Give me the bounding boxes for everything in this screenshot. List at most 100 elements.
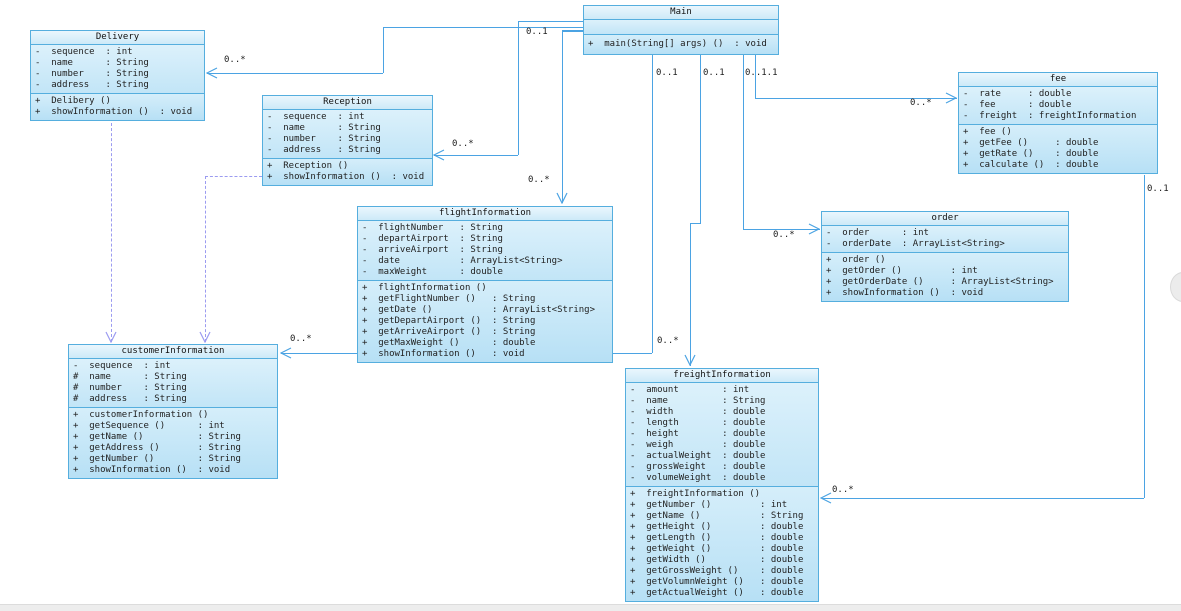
- attribute-row: - order : int: [826, 228, 929, 238]
- method-row: + getHeight () : double: [630, 522, 804, 532]
- method-row: + getName () : String: [630, 511, 804, 521]
- attribute-row: - flightNumber : String: [362, 223, 503, 233]
- dependency-delivery-customerinformation[interactable]: [111, 118, 112, 342]
- attribute-row: - actualWeight : double: [630, 451, 766, 461]
- multiplicity-label: 0..1: [656, 68, 678, 78]
- dependency-reception-customerinformation[interactable]: [205, 176, 262, 177]
- attribute-row: - sequence : int: [267, 112, 365, 122]
- method-row: + showInformation () : void: [73, 465, 231, 475]
- attribute-row: - name : String: [35, 58, 149, 68]
- edge-fee-freightinformation[interactable]: [822, 498, 1144, 499]
- edge-main-delivery[interactable]: [383, 27, 384, 73]
- class-order[interactable]: order - order : int- orderDate : ArrayLi…: [821, 211, 1069, 302]
- method-row: + fee (): [963, 127, 1012, 137]
- edge-main-delivery[interactable]: [383, 27, 583, 28]
- arrowhead-right-icon: [945, 92, 957, 104]
- method-row: + getOrderDate () : ArrayList<String>: [826, 277, 1054, 287]
- edge-main-reception[interactable]: [518, 21, 583, 22]
- class-reception[interactable]: Reception - sequence : int- name : Strin…: [262, 95, 433, 186]
- class-attributes: [584, 19, 778, 34]
- method-row: + getWeight () : double: [630, 544, 804, 554]
- multiplicity-label: 0..*: [224, 55, 246, 65]
- edge-main-order[interactable]: [743, 229, 820, 230]
- method-row: + showInformation () : void: [267, 172, 425, 182]
- class-attributes: - sequence : int- name : String- number …: [31, 44, 204, 93]
- arrowhead-down-icon: [556, 192, 568, 204]
- arrowhead-left-icon: [206, 67, 218, 79]
- dependency-reception-customerinformation[interactable]: [205, 176, 206, 342]
- method-row: + showInformation () : void: [35, 107, 193, 117]
- method-row: + getSequence () : int: [73, 421, 225, 431]
- method-row: + getMaxWeight () : double: [362, 338, 536, 348]
- canvas-bottom-edge: [0, 604, 1181, 611]
- edge-main-fee[interactable]: [755, 55, 756, 98]
- class-freightinformation[interactable]: freightInformation - amount : int- name …: [625, 368, 819, 602]
- class-flightinformation[interactable]: flightInformation - flightNumber : Strin…: [357, 206, 613, 363]
- class-main[interactable]: Main + main(String[] args) () : void: [583, 5, 779, 55]
- method-row: + showInformation () : void: [362, 349, 525, 359]
- attribute-row: - address : String: [35, 80, 149, 90]
- attribute-row: - grossWeight : double: [630, 462, 766, 472]
- attribute-row: # address : String: [73, 394, 187, 404]
- method-row: + Delibery (): [35, 96, 111, 106]
- method-row: + getDepartAirport () : String: [362, 316, 536, 326]
- multiplicity-label: 0..*: [657, 336, 679, 346]
- attribute-row: - address : String: [267, 145, 381, 155]
- edge-main-customerinformation[interactable]: [652, 55, 653, 353]
- class-attributes: - sequence : int- name : String- number …: [263, 109, 432, 158]
- multiplicity-label: 0..1: [1147, 184, 1169, 194]
- edge-main-delivery[interactable]: [207, 73, 383, 74]
- multiplicity-label: 0..*: [452, 139, 474, 149]
- method-row: + getNumber () : String: [73, 454, 241, 464]
- method-row: + getLength () : double: [630, 533, 804, 543]
- edge-main-freightinformation[interactable]: [690, 223, 701, 224]
- class-fee[interactable]: fee - rate : double- fee : double- freig…: [958, 72, 1158, 174]
- class-methods: + Reception ()+ showInformation () : voi…: [263, 158, 432, 185]
- class-attributes: - sequence : int# name : String# number …: [69, 358, 277, 407]
- multiplicity-label: 0..*: [832, 485, 854, 495]
- method-row: + order (): [826, 255, 886, 265]
- class-delivery[interactable]: Delivery - sequence : int- name : String…: [30, 30, 205, 121]
- attribute-row: - height : double: [630, 429, 766, 439]
- method-row: + getWidth () : double: [630, 555, 804, 565]
- method-row: + getNumber () : int: [630, 500, 788, 510]
- class-customerinformation[interactable]: customerInformation - sequence : int# na…: [68, 344, 278, 479]
- method-row: + getVolumnWeight () : double: [630, 577, 804, 587]
- method-row: + calculate () : double: [963, 160, 1099, 170]
- edge-main-reception[interactable]: [434, 155, 518, 156]
- class-methods: + flightInformation ()+ getFlightNumber …: [358, 280, 612, 362]
- multiplicity-label: 0..*: [773, 230, 795, 240]
- edge-main-order[interactable]: [743, 55, 744, 229]
- edge-main-freightinformation[interactable]: [690, 223, 691, 366]
- multiplicity-label: 0..1: [703, 68, 725, 78]
- edge-fee-freightinformation[interactable]: [1144, 175, 1145, 498]
- attribute-row: - width : double: [630, 407, 766, 417]
- multiplicity-label: 0..*: [528, 175, 550, 185]
- class-title: Delivery: [31, 31, 204, 44]
- multiplicity-label: 0..*: [910, 98, 932, 108]
- class-title: order: [822, 212, 1068, 225]
- edge-main-fee[interactable]: [755, 98, 957, 99]
- method-row: + flightInformation (): [362, 283, 487, 293]
- edge-main-flightinformation[interactable]: [562, 30, 583, 32]
- edge-main-flightinformation[interactable]: [562, 31, 563, 203]
- arrowhead-left-icon: [433, 149, 445, 161]
- multiplicity-label: 0..1: [526, 27, 548, 37]
- edge-main-reception[interactable]: [518, 21, 519, 155]
- panel-collapse-handle[interactable]: [1170, 272, 1181, 302]
- method-row: + getDate () : ArrayList<String>: [362, 305, 595, 315]
- method-row: + getOrder () : int: [826, 266, 978, 276]
- method-row: + getName () : String: [73, 432, 241, 442]
- class-attributes: - flightNumber : String- departAirport :…: [358, 220, 612, 280]
- attribute-row: - rate : double: [963, 89, 1072, 99]
- method-row: + getFlightNumber () : String: [362, 294, 536, 304]
- attribute-row: - number : String: [35, 69, 149, 79]
- attribute-row: # number : String: [73, 383, 187, 393]
- multiplicity-label: 0..*: [290, 334, 312, 344]
- attribute-row: - freight : freightInformation: [963, 111, 1137, 121]
- method-row: + getGrossWeight () : double: [630, 566, 804, 576]
- method-row: + main(String[] args) () : void: [588, 39, 767, 49]
- class-title: customerInformation: [69, 345, 277, 358]
- edge-main-freightinformation[interactable]: [700, 55, 701, 223]
- arrowhead-left-icon: [820, 492, 832, 504]
